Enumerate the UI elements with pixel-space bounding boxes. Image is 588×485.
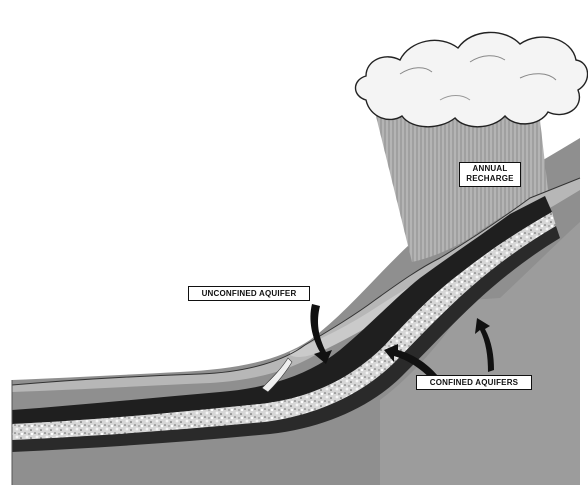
confined-aquifers-label: CONFINED AQUIFERS <box>416 375 532 390</box>
annual-recharge-label: ANNUAL RECHARGE <box>459 162 521 187</box>
recharge-label-line2: RECHARGE <box>460 174 520 184</box>
cloud-icon <box>356 32 588 126</box>
unconfined-aquifer-label: UNCONFINED AQUIFER <box>188 286 310 301</box>
recharge-label-line1: ANNUAL <box>460 164 520 174</box>
